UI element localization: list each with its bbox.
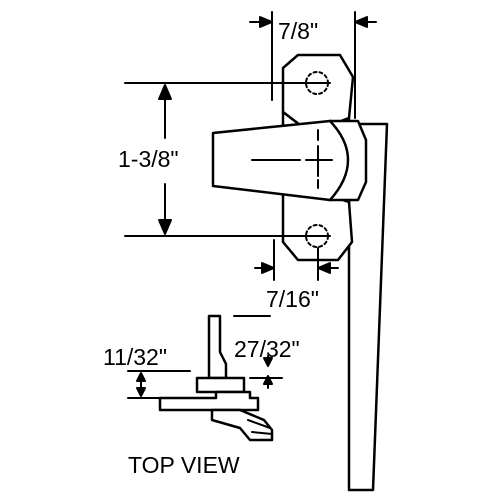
- offset-dimension-label: 7/16": [266, 286, 319, 312]
- handle-bar: [347, 122, 389, 492]
- dimension-offset: [254, 239, 339, 281]
- top-view-drawing: [158, 314, 274, 442]
- top-view-caption: TOP VIEW: [128, 452, 240, 478]
- center-lines: [251, 129, 333, 189]
- dimension-top-view-depth: [127, 370, 191, 399]
- width-dimension-label: 7/8": [278, 18, 319, 44]
- top-view-height-label: 27/32": [234, 336, 300, 362]
- dimension-height: [124, 82, 331, 237]
- dimension-width: [249, 11, 377, 119]
- top-view-depth-label: 11/32": [103, 344, 168, 370]
- dimension-top-view-height: [233, 315, 283, 389]
- height-dimension-label: 1-3/8": [118, 146, 179, 172]
